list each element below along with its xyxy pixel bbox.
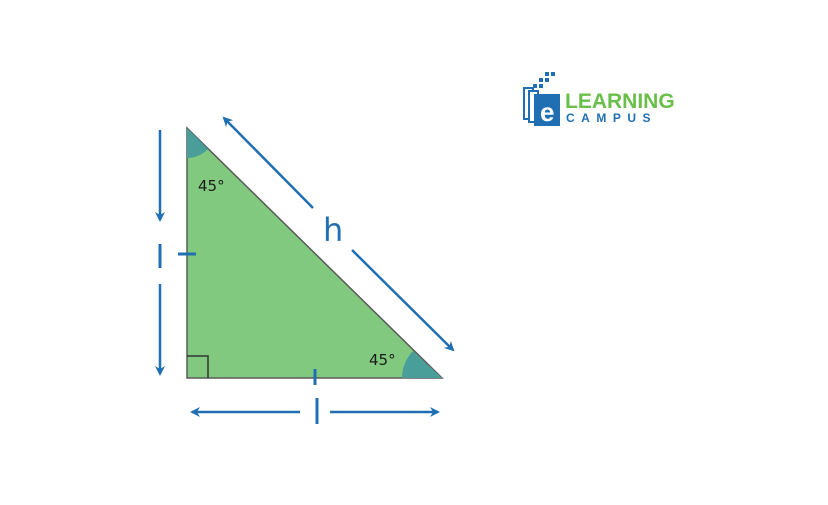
top-angle-label: 45° — [198, 177, 225, 195]
hypotenuse-label: h — [323, 211, 343, 249]
elearning-campus-logo: e LEARNING CAMPUS — [523, 72, 675, 127]
logo-text-campus: CAMPUS — [566, 111, 657, 125]
hypotenuse-arrow-upper — [222, 116, 314, 209]
right-angle-marker — [187, 355, 209, 378]
triangle-shape — [186, 126, 444, 379]
bottom-right-angle-arc — [402, 351, 442, 378]
hypotenuse-arrow-lower — [351, 249, 455, 352]
logo-e-mark: e — [540, 97, 554, 127]
top-angle-arc — [187, 128, 208, 158]
bottom-right-angle-label: 45° — [369, 351, 396, 369]
logo-book-icon: e — [523, 87, 560, 127]
logo-text-learning: LEARNING — [565, 90, 675, 113]
logo-pixel-dots — [533, 72, 555, 88]
